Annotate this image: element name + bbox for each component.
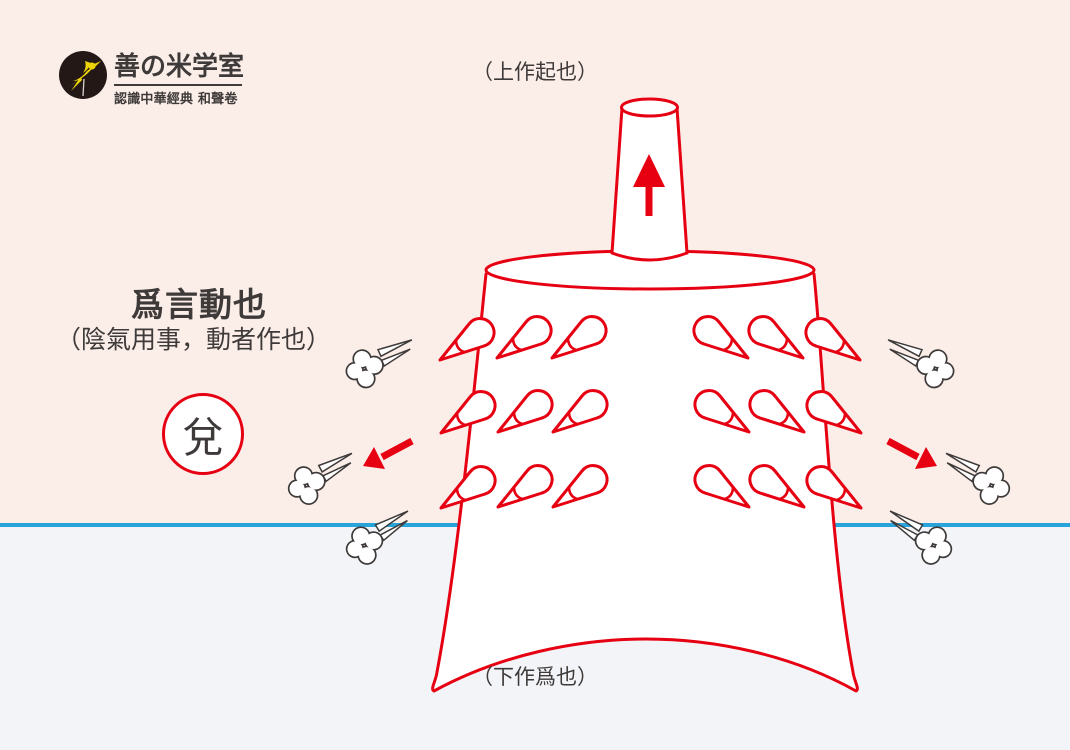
label-bottom: （下作爲也） bbox=[472, 665, 598, 689]
heading-left: 爲言動也 bbox=[131, 285, 267, 324]
puff-cloud-icon bbox=[938, 453, 1013, 506]
puff-cloud-icon bbox=[285, 453, 360, 506]
yellow-bird-icon bbox=[59, 51, 107, 99]
label-top: （上作起也） bbox=[472, 60, 598, 84]
logo-subtitle: 認識中華經典 和聲卷 bbox=[114, 92, 238, 107]
trigram-character: 兌 bbox=[181, 412, 224, 462]
bell-studs-right bbox=[692, 315, 863, 510]
puff-cloud-icon bbox=[344, 340, 417, 389]
note-left: （陰氣用事，動者作也） bbox=[56, 325, 332, 354]
down-left-arrow-icon bbox=[363, 437, 414, 469]
down-right-arrow-icon bbox=[886, 437, 937, 469]
up-arrow-icon bbox=[633, 154, 665, 216]
trigram-badge: 兌 bbox=[162, 393, 244, 475]
puff-cloud-icon bbox=[342, 511, 419, 567]
logo-divider bbox=[114, 84, 242, 86]
bell-body bbox=[431, 272, 859, 693]
bell-studs-left bbox=[438, 315, 609, 510]
puff-cloud-icon bbox=[882, 340, 955, 389]
logo-title: 善の米学室 bbox=[114, 52, 245, 82]
puff-cloud-icon bbox=[880, 511, 957, 567]
logo-block: 善の米学室 認識中華經典 和聲卷 bbox=[59, 51, 244, 107]
